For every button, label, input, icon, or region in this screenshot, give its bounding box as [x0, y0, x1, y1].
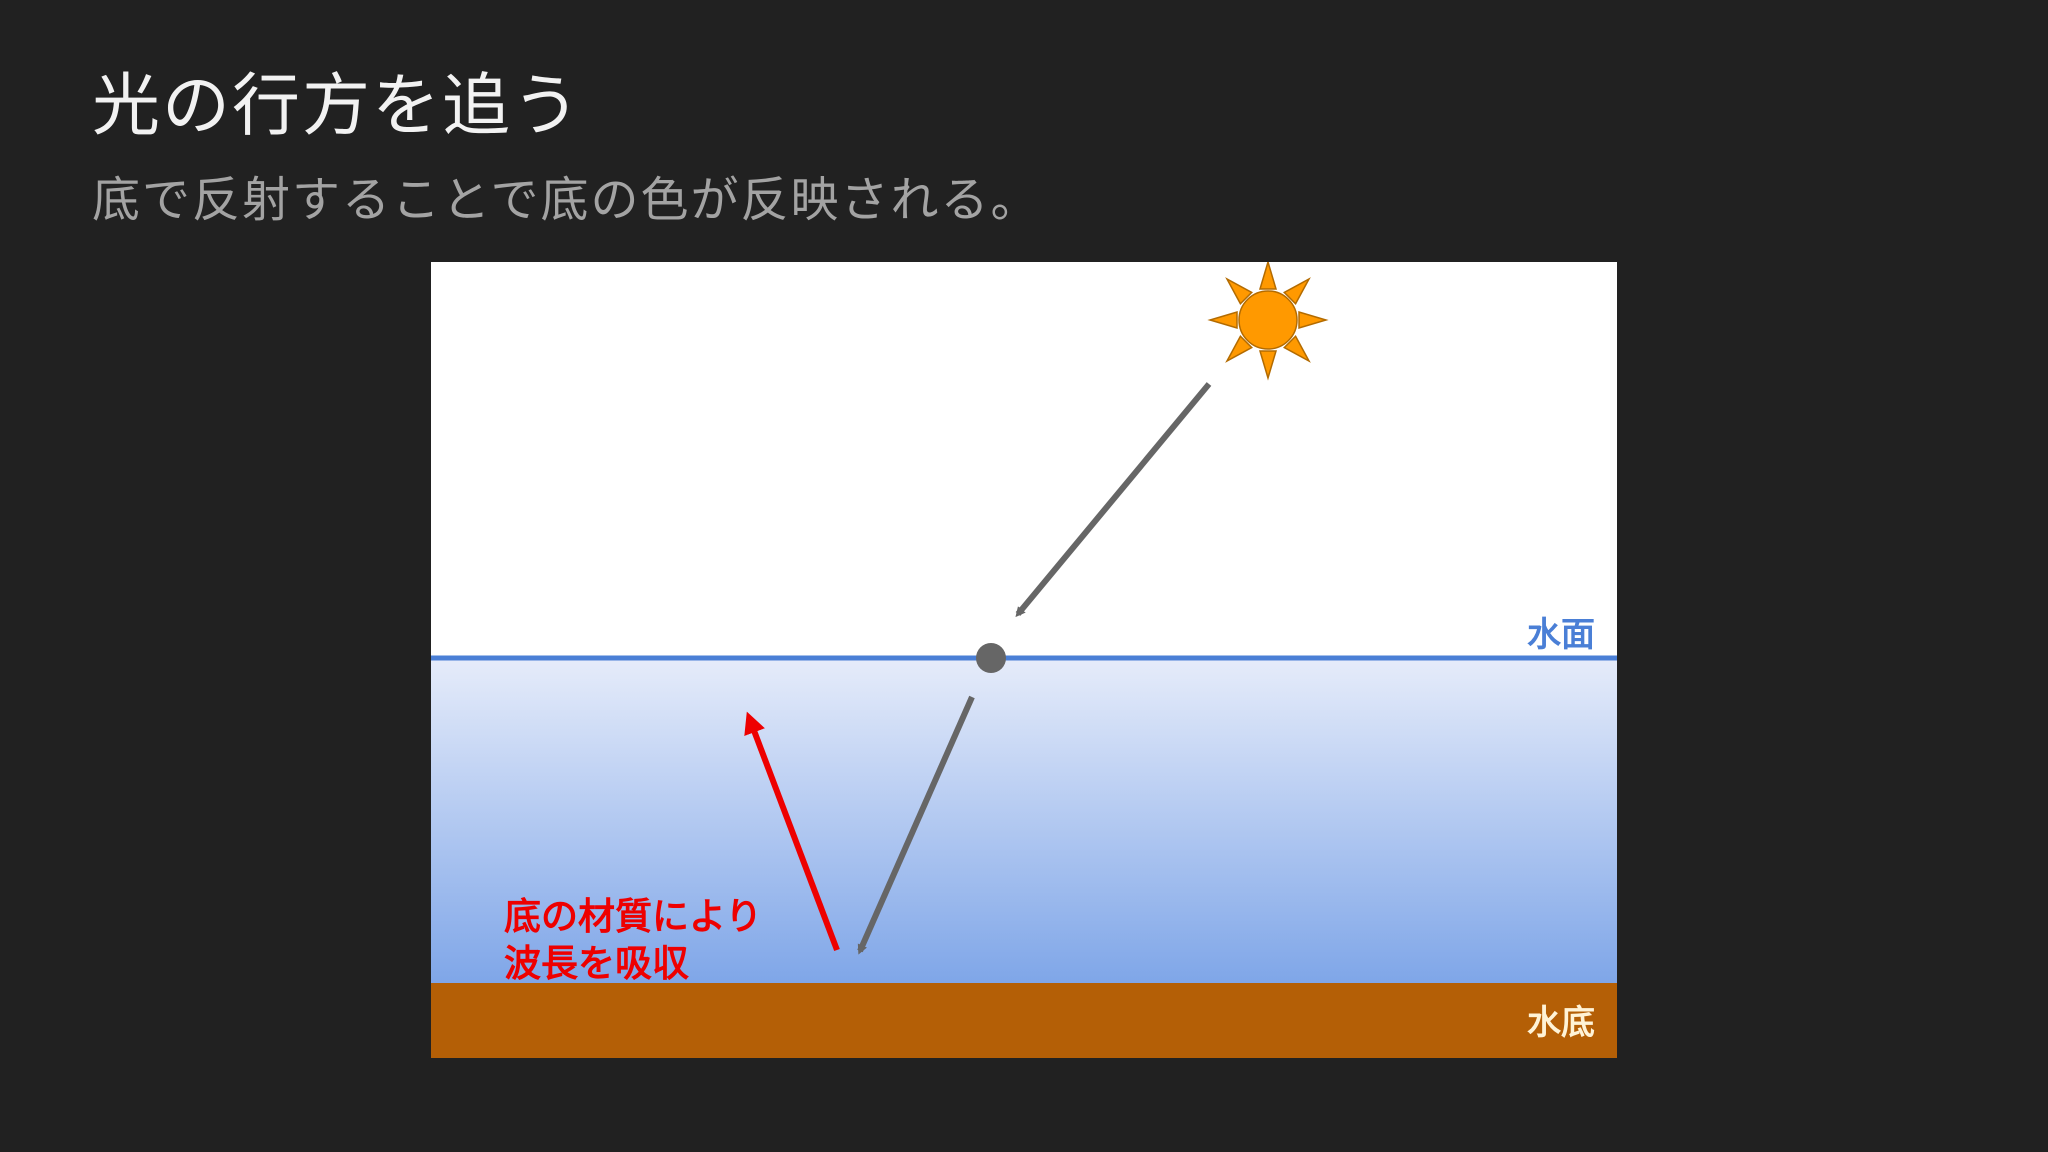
slide-subtitle: 底で反射することで底の色が反映される。: [92, 172, 1041, 228]
absorption-label-line2: 波長を吸収: [504, 942, 689, 985]
water-surface-label: 水面: [1527, 615, 1595, 655]
water-area: [431, 658, 1617, 983]
sky-area: [431, 262, 1617, 658]
absorption-label-line1: 底の材質により: [504, 895, 762, 938]
refracted-light-arrow: [857, 695, 975, 955]
incident-light-arrow: [1015, 382, 1212, 618]
seabed-area: [431, 983, 1617, 1058]
water-bottom-label: 水底: [1527, 1003, 1595, 1043]
diagram-canvas: 水面 底の材質により 波長を吸収 水底: [431, 262, 1617, 1058]
sun-icon: [1207, 262, 1329, 381]
incidence-point: [976, 643, 1006, 673]
light-reflection-diagram: 水面 底の材質により 波長を吸収 水底: [431, 262, 1617, 1058]
slide-title: 光の行方を追う: [92, 67, 583, 146]
reflected-light-arrow: [744, 711, 840, 952]
